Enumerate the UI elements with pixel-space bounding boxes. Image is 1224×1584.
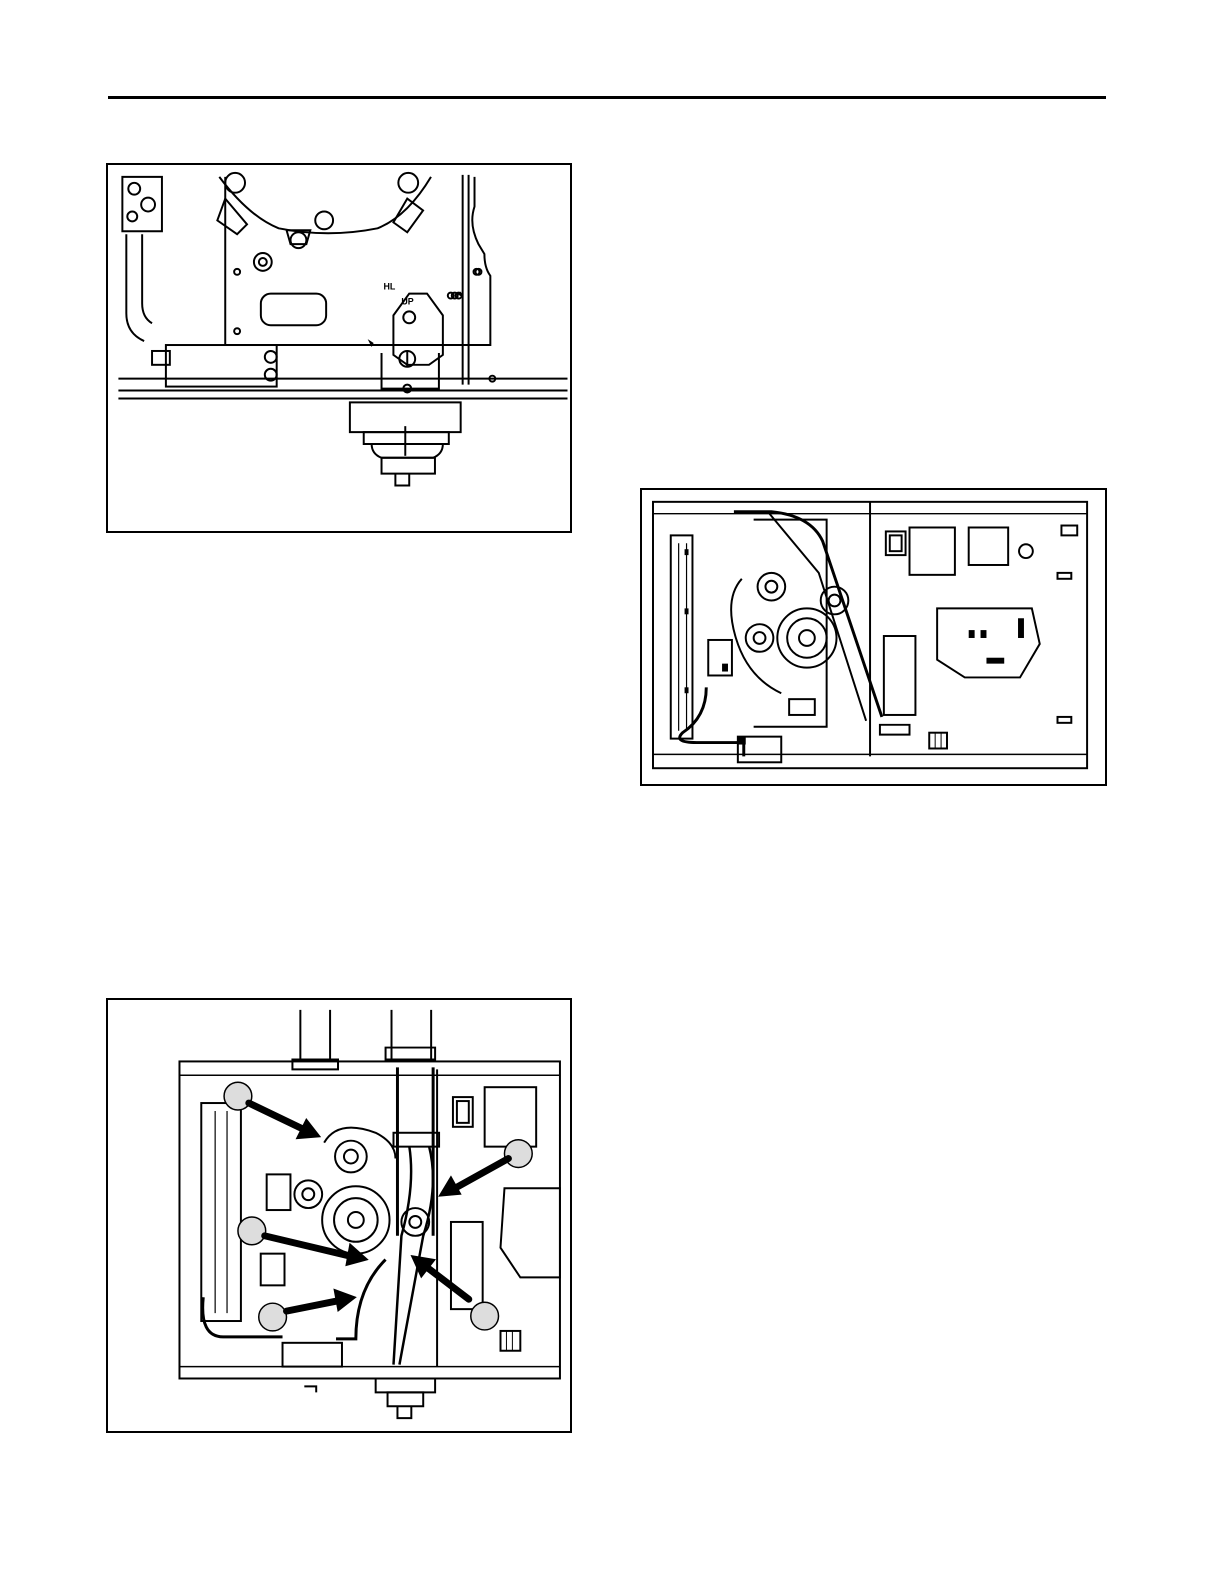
hl-label: HL — [384, 282, 396, 292]
callout-circle-3 — [238, 1217, 266, 1245]
figure-unit-overview — [640, 488, 1107, 786]
header-rule — [108, 96, 1106, 99]
unit-overview-drawing — [642, 490, 1105, 784]
figure-motor-mount-detail: HL UP — [106, 163, 572, 533]
figure-callouts-view — [106, 998, 572, 1433]
callouts-drawing — [108, 1000, 570, 1431]
callout-circle-2 — [504, 1140, 532, 1168]
callout-circle-5 — [471, 1302, 499, 1330]
motor-mount-drawing: HL UP — [108, 165, 570, 531]
callout-circle-4 — [259, 1303, 287, 1331]
up-label: UP — [401, 296, 413, 306]
